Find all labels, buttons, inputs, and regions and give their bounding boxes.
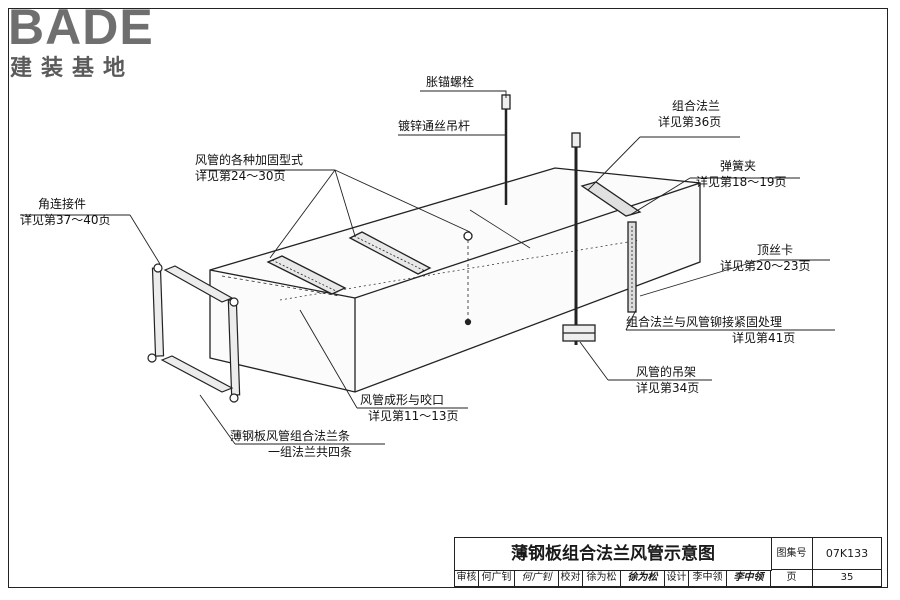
logo-subtitle: 建装基地 bbox=[10, 56, 135, 81]
hanger-name: 风管的吊架 bbox=[636, 365, 697, 379]
duct-body bbox=[209, 94, 701, 393]
design-label: 设计 bbox=[665, 570, 689, 586]
label-rivet-seal: 组合法兰与风管铆接紧固处理 详见第41页 bbox=[626, 314, 795, 346]
reinforcement-name: 风管的各种加固型式 bbox=[195, 153, 304, 167]
logo-brand: BADE bbox=[8, 0, 154, 55]
label-spring-clip: 弹簧夹 详见第18～19页 bbox=[696, 158, 787, 190]
bade-logo: BADE 建装基地 bbox=[0, 0, 180, 90]
label-forming: 风管成形与咬口 详见第11～13页 bbox=[360, 392, 459, 424]
combo-flange-name: 组合法兰 bbox=[672, 99, 721, 113]
label-anchor-bolt: 胀锚螺栓 bbox=[426, 75, 475, 89]
label-corner-piece: 角连接件 详见第37～40页 bbox=[20, 196, 111, 228]
forming-name: 风管成形与咬口 bbox=[360, 393, 445, 407]
flange-strips bbox=[147, 263, 241, 403]
drawing-title: 薄钢板组合法兰风管示意图 bbox=[455, 538, 772, 571]
corner-piece-name: 角连接件 bbox=[38, 197, 87, 211]
atlas-number: 07K133 bbox=[813, 538, 881, 570]
spring-clip-ref: 详见第18～19页 bbox=[696, 175, 787, 189]
leader-lines bbox=[20, 90, 835, 445]
rivet-seal-name: 组合法兰与风管铆接紧固处理 bbox=[626, 315, 783, 329]
reinforcement-ref: 详见第24～30页 bbox=[195, 169, 286, 183]
combo-flange-ref: 详见第36页 bbox=[658, 115, 722, 129]
checker-name: 徐为松 bbox=[583, 570, 621, 586]
designer-name: 李中领 bbox=[689, 570, 727, 586]
flange-strips-name: 薄钢板风管组合法兰条 bbox=[230, 429, 351, 443]
spring-clip-name: 弹簧夹 bbox=[720, 159, 757, 173]
forming-ref: 详见第11～13页 bbox=[368, 409, 459, 423]
title-block: 薄钢板组合法兰风管示意图 图集号 07K133 审核 何广钊 何广钊 校对 徐为… bbox=[454, 537, 882, 587]
check-label: 校对 bbox=[559, 570, 583, 586]
label-hanger: 风管的吊架 详见第34页 bbox=[636, 364, 699, 396]
atlas-label: 图集号 bbox=[771, 538, 813, 570]
rivet-seal-ref: 详见第41页 bbox=[732, 331, 796, 345]
label-reinforcement: 风管的各种加固型式 详见第24～30页 bbox=[195, 152, 303, 184]
label-flange-strips: 薄钢板风管组合法兰条 一组法兰共四条 bbox=[230, 428, 352, 460]
drawing-frame bbox=[8, 8, 888, 588]
designer-signature: 李中领 bbox=[727, 570, 771, 586]
corner-piece-ref: 详见第37～40页 bbox=[20, 213, 111, 227]
review-label: 审核 bbox=[455, 570, 479, 586]
label-combo-flange: 组合法兰 详见第36页 bbox=[658, 98, 721, 130]
top-clip-ref: 详见第20～23页 bbox=[720, 259, 811, 273]
reviewer-signature: 何广钊 bbox=[515, 570, 559, 586]
page-number: 35 bbox=[840, 572, 854, 583]
page-label: 页 bbox=[771, 570, 813, 586]
flange-strips-ref: 一组法兰共四条 bbox=[268, 445, 353, 459]
label-top-clip: 顶丝卡 详见第20～23页 bbox=[720, 242, 811, 274]
checker-signature: 徐为松 bbox=[621, 570, 665, 586]
reviewer-name: 何广钊 bbox=[479, 570, 515, 586]
top-clip-name: 顶丝卡 bbox=[757, 243, 794, 257]
hanger-ref: 详见第34页 bbox=[636, 381, 700, 395]
label-threaded-rod: 镀锌通丝吊杆 bbox=[398, 119, 471, 133]
